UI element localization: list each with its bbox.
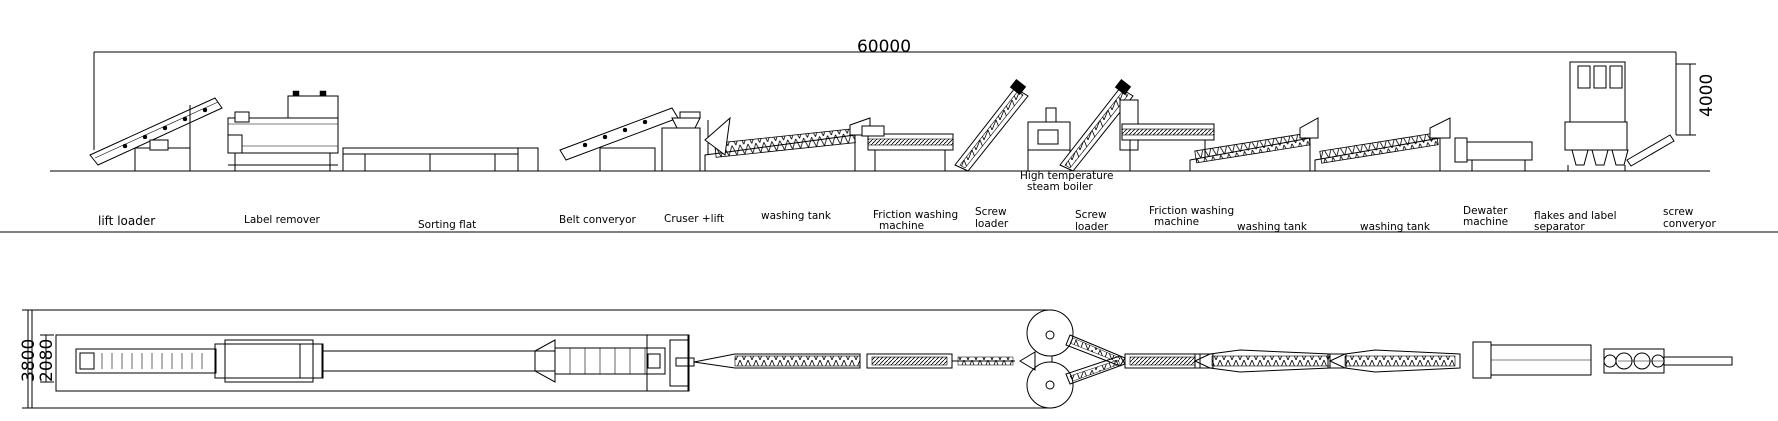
overall-dimension: 60000	[93, 37, 1677, 150]
label-washing-tank-1: washing tank	[761, 210, 832, 222]
label-dewater-line1: Dewater	[1463, 205, 1508, 217]
screw-loader-1	[954, 79, 1029, 172]
label-screw-loader-1-line2: loader	[975, 218, 1009, 230]
label-screw-conveyor-line1: screw	[1663, 206, 1694, 218]
elevation-view: 60000 4000	[50, 37, 1717, 172]
plan-inner-frame	[55, 334, 689, 392]
plan-friction-washer-2	[1124, 353, 1201, 369]
label-friction-washer-1-line2: machine	[879, 220, 924, 232]
label-lift-loader: lift loader	[98, 214, 155, 228]
equipment-labels: lift loader Label remover Sorting flat B…	[98, 170, 1716, 233]
label-remover	[227, 90, 339, 171]
label-crusher-lift: Cruser +lift	[664, 213, 724, 225]
plan-crusher	[646, 334, 695, 392]
label-dewater-line2: machine	[1463, 216, 1508, 228]
label-separator-line1: flakes and label	[1534, 210, 1617, 222]
plan-dewater-machine	[1472, 341, 1592, 379]
label-washing-tank-3: washing tank	[1360, 221, 1431, 233]
friction-washer-2	[1121, 123, 1215, 171]
sorting-flat	[342, 147, 539, 172]
belt-conveyor	[559, 107, 679, 172]
dewater-machine	[1454, 137, 1533, 171]
plan-washing-tank-1	[693, 353, 861, 369]
plan-washing-tank-2	[1193, 349, 1331, 373]
plan-screw-loaders	[1019, 309, 1126, 409]
screw-conveyor	[1626, 134, 1675, 167]
plan-washing-tank-3	[1327, 349, 1461, 373]
plan-belt-conveyor	[554, 347, 666, 375]
label-belt-conveyor: Belt converyor	[559, 214, 637, 226]
plan-lift-loader	[75, 348, 217, 374]
label-friction-washer-2-line1: Friction washing	[1149, 205, 1234, 217]
plan-screw-conveyor	[1663, 356, 1733, 366]
washing-tank-2	[1189, 117, 1319, 172]
label-screw-loader-2-line1: Screw	[1075, 209, 1107, 221]
plan-separator	[1603, 348, 1665, 374]
label-friction-washer-1-line1: Friction washing	[873, 209, 958, 221]
overall-length-dimension: 60000	[857, 37, 911, 57]
plan-sorting-flat	[322, 339, 556, 383]
plan-friction-washer-1	[866, 353, 1015, 369]
plan-outer-frame	[31, 309, 1053, 409]
label-screw-loader-1-line1: Screw	[975, 206, 1007, 218]
washing-tank-1	[704, 116, 871, 172]
height-dimension: 4000	[1676, 63, 1717, 136]
friction-washer-1	[861, 125, 954, 171]
plan-label-remover	[214, 339, 324, 383]
label-label-remover: Label remover	[244, 214, 321, 226]
flakes-label-separator	[1564, 61, 1629, 171]
plan-width-dimensions: 3800 2080	[19, 309, 57, 409]
label-washing-tank-2: washing tank	[1237, 221, 1308, 233]
label-friction-washer-2-line2: machine	[1154, 216, 1199, 228]
label-screw-loader-2-line2: loader	[1075, 221, 1109, 233]
washing-tank-3	[1314, 117, 1451, 172]
plan-outer-width-dimension: 3800	[19, 339, 39, 382]
label-separator-line2: separator	[1534, 221, 1585, 233]
plan-view: 3800 2080	[19, 309, 1733, 409]
lift-loader	[89, 97, 223, 172]
crusher-lift	[661, 111, 709, 172]
label-screw-conveyor-line2: converyor	[1663, 218, 1716, 230]
label-sorting-flat: Sorting flat	[418, 219, 476, 231]
label-boiler-line2: steam boiler	[1027, 181, 1093, 193]
height-dimension-text: 4000	[1697, 74, 1717, 117]
plan-inner-width-dimension: 2080	[37, 339, 57, 382]
label-boiler-line1: High temperature	[1020, 170, 1113, 182]
